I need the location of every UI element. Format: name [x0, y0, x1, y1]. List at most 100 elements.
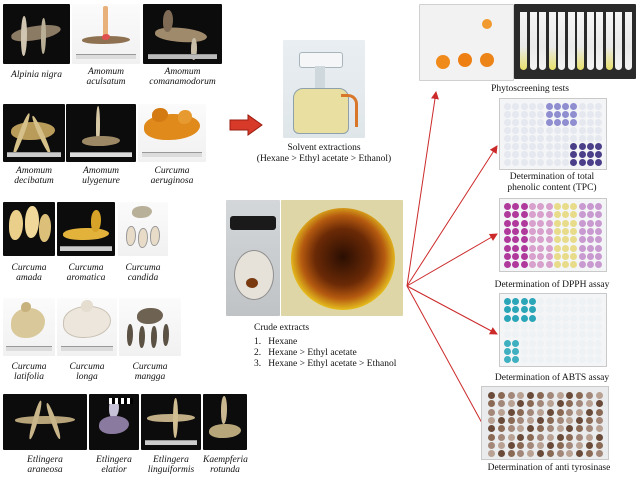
plate-well: [512, 306, 520, 314]
plate-well: [504, 306, 511, 314]
plate-well: [512, 135, 520, 142]
plate-well: [512, 203, 520, 210]
plate-well: [562, 347, 570, 355]
crude-extract-item: 3. Hexane > Ethyl acetate > Ethanol: [254, 359, 397, 369]
plate-well: [587, 339, 594, 347]
plate-well: [504, 252, 511, 260]
plate-well: [497, 450, 505, 458]
plate-well: [537, 400, 544, 408]
plate-well: [578, 356, 586, 364]
plate-well: [504, 111, 511, 118]
plate-well: [595, 203, 603, 210]
plate-well: [504, 119, 511, 126]
arrow-to-tpc: [406, 145, 498, 287]
plate-well: [507, 433, 515, 441]
plate-well: [528, 159, 536, 166]
plate-well: [562, 127, 570, 134]
plate-well: [578, 127, 586, 134]
plate-tpc: [499, 98, 607, 170]
plate-well: [570, 261, 578, 269]
plate-well: [545, 339, 553, 347]
plate-well: [578, 211, 586, 219]
plate-well: [504, 143, 511, 150]
plate-well: [578, 111, 586, 118]
plate-well: [520, 203, 528, 210]
plate-well: [546, 408, 554, 416]
plate-well: [512, 143, 520, 150]
plate-well: [545, 127, 553, 134]
plate-well: [562, 339, 570, 347]
plate-anti-tyrosinase: [481, 386, 609, 460]
plate-well: [553, 159, 561, 166]
plate-well: [537, 143, 545, 150]
plate-well: [587, 356, 594, 364]
plate-well: [587, 252, 594, 260]
photo-kaempferia-rotunda: [203, 394, 247, 450]
test-tube: [624, 12, 632, 70]
plate-well: [562, 356, 570, 364]
plate-well: [520, 306, 528, 314]
plate-well: [578, 322, 586, 330]
plate-well: [566, 433, 574, 441]
solvent-extraction-title: Solvent extractions: [287, 143, 361, 153]
plate-well: [595, 103, 603, 110]
plate-well: [537, 159, 545, 166]
photo-curcuma-aeruginosa: [138, 104, 206, 162]
photo-crude-extract-flask-top: [281, 200, 403, 316]
plate-well: [553, 252, 561, 260]
photo-curcuma-candida: [118, 202, 168, 256]
plate-well: [528, 227, 536, 235]
plate-well: [504, 227, 511, 235]
plate-well: [504, 298, 511, 305]
plate-well: [528, 244, 536, 252]
plate-well: [512, 261, 520, 269]
plate-well: [595, 416, 603, 424]
plate-well: [528, 261, 536, 269]
plate-well: [566, 416, 574, 424]
plate-well: [527, 425, 535, 433]
plate-well: [497, 392, 505, 399]
plate-well: [507, 450, 515, 458]
plate-well: [553, 298, 561, 305]
test-tube: [577, 12, 584, 70]
plate-well: [504, 103, 511, 110]
plate-well: [595, 261, 603, 269]
plate-well: [545, 244, 553, 252]
plate-well: [578, 331, 586, 339]
plate-well: [595, 441, 603, 449]
plate-well: [570, 252, 578, 260]
plate-well: [576, 392, 584, 399]
plate-well: [595, 127, 603, 134]
plate-well: [562, 227, 570, 235]
plate-well: [587, 211, 594, 219]
plate-well: [576, 408, 584, 416]
plate-well: [497, 400, 505, 408]
plate-well: [578, 236, 586, 244]
plate-well: [537, 331, 545, 339]
plate-well: [553, 339, 561, 347]
plate-well: [520, 143, 528, 150]
plate-well: [578, 203, 586, 210]
plate-well: [556, 450, 564, 458]
plate-well: [587, 159, 594, 166]
plate-well: [553, 151, 561, 158]
plate-well: [520, 347, 528, 355]
plate-well: [578, 103, 586, 110]
photo-etlingera-elatior: [89, 394, 139, 450]
plate-well: [587, 103, 594, 110]
plate-well: [507, 425, 515, 433]
plate-well: [537, 119, 545, 126]
plate-well: [527, 392, 535, 399]
plate-well: [553, 236, 561, 244]
plate-well: [537, 339, 545, 347]
plate-well: [570, 227, 578, 235]
plate-well: [562, 261, 570, 269]
plate-well: [570, 347, 578, 355]
plate-well: [595, 347, 603, 355]
plate-well: [595, 298, 603, 305]
plate-well: [570, 356, 578, 364]
plate-well: [587, 347, 594, 355]
